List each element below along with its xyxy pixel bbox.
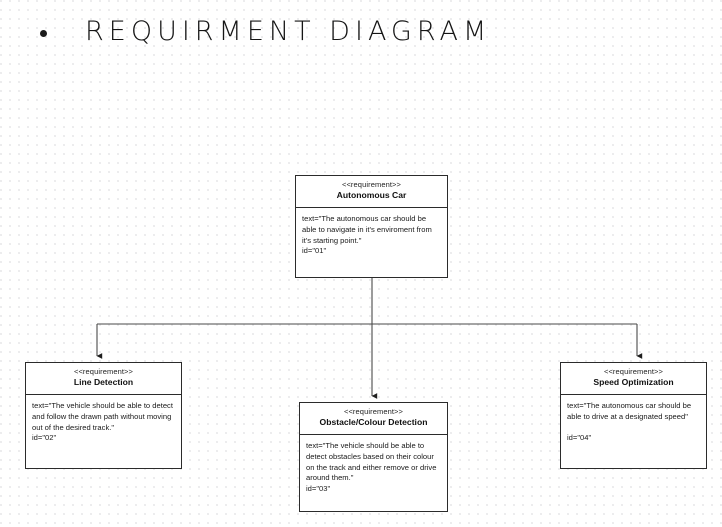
requirement-name: Obstacle/Colour Detection <box>319 417 428 428</box>
requirement-box-autonomous-car[interactable]: <<requirement>> Autonomous Car text="The… <box>295 175 448 278</box>
requirement-name: Autonomous Car <box>336 190 407 201</box>
requirement-box-speed-optimization[interactable]: <<requirement>> Speed Optimization text=… <box>560 362 707 469</box>
requirement-stereotype: <<requirement>> <box>603 367 664 376</box>
requirement-box-obstacle-detection[interactable]: <<requirement>> Obstacle/Colour Detectio… <box>299 402 448 512</box>
requirement-body: text="The autonomous car should be able … <box>296 208 447 277</box>
requirement-body: text="The vehicle should be able to dete… <box>26 395 181 468</box>
requirement-body: text="The autonomous car should be able … <box>561 395 706 468</box>
requirement-header: <<requirement>> Autonomous Car <box>296 176 447 208</box>
requirement-stereotype: <<requirement>> <box>343 407 404 416</box>
requirement-attributes: text="The vehicle should be able to dete… <box>306 441 437 494</box>
requirement-box-line-detection[interactable]: <<requirement>> Line Detection text="The… <box>25 362 182 469</box>
requirement-header: <<requirement>> Obstacle/Colour Detectio… <box>300 403 447 435</box>
bullet-dot-icon <box>40 30 47 37</box>
requirement-header: <<requirement>> Speed Optimization <box>561 363 706 395</box>
requirement-stereotype: <<requirement>> <box>341 180 402 189</box>
requirement-body: text="The vehicle should be able to dete… <box>300 435 447 511</box>
requirement-attributes: text="The autonomous car should be able … <box>302 214 432 256</box>
requirement-attributes: text="The vehicle should be able to dete… <box>32 401 173 443</box>
page-title-text: REQUIRMENT DIAGRAM <box>85 16 492 47</box>
requirement-header: <<requirement>> Line Detection <box>26 363 181 395</box>
page-title: REQUIRMENT DIAGRAM <box>40 18 491 45</box>
requirement-attributes: text="The autonomous car should be able … <box>567 401 692 443</box>
requirement-stereotype: <<requirement>> <box>73 367 134 376</box>
requirement-name: Speed Optimization <box>593 377 674 388</box>
requirement-name: Line Detection <box>73 377 134 388</box>
